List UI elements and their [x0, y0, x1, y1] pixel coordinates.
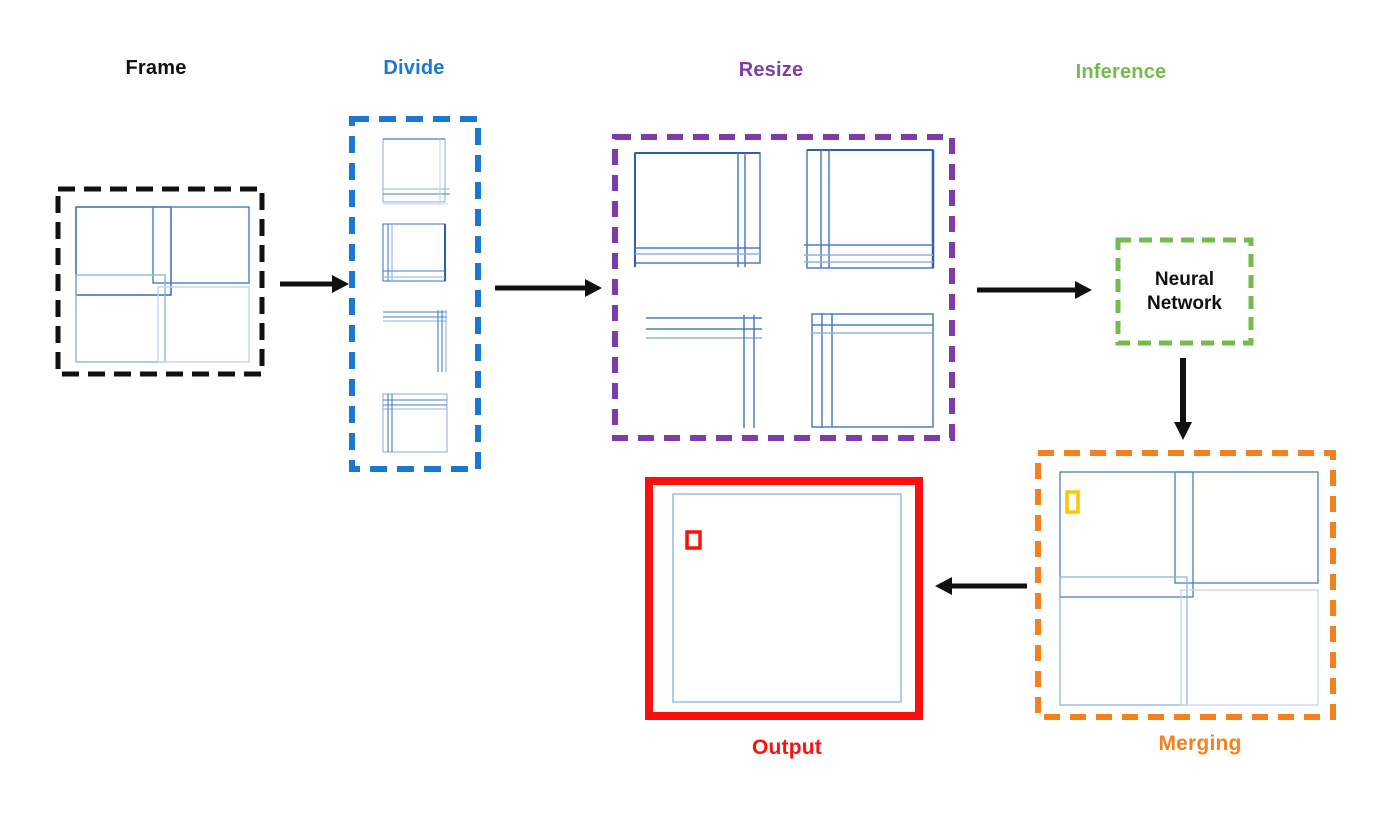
frame-tile-outline: [152, 206, 250, 284]
merged-image: [1059, 471, 1319, 706]
arrow-head: [1174, 422, 1192, 440]
divide-tile-4: [382, 393, 448, 453]
tile-outline: [806, 149, 934, 269]
frame-dashed-box: [55, 186, 265, 377]
frame-tile-outline: [75, 274, 166, 363]
arrow-head: [332, 275, 349, 293]
resize-tile-top-right: [804, 149, 935, 269]
divide-tile-3: [383, 310, 447, 372]
inference-dashed-box: [1115, 237, 1254, 346]
arrow-frame-to-divide: [280, 275, 349, 293]
detection-box-red: [685, 530, 702, 550]
tile-outline: [382, 138, 446, 203]
neural-network-node: Neural Network: [1118, 240, 1251, 343]
frame-tile-outline: [157, 286, 250, 363]
neural-network-label-line1: Neural: [1154, 268, 1215, 290]
arrow-resize-to-inference: [977, 281, 1092, 299]
resize-stage: [612, 134, 955, 441]
divide-stage-label: Divide: [383, 57, 445, 79]
arrow-merging-to-output: [935, 577, 1027, 595]
output-solid-box: [645, 477, 923, 720]
resize-tile-top-left: [634, 152, 761, 267]
tile-outline: [811, 313, 934, 428]
divide-tile-2: [382, 223, 446, 282]
merging-stage-label: Merging: [1158, 732, 1242, 755]
resize-dashed-box: [612, 134, 955, 441]
output-stage: [645, 477, 923, 720]
tile-outline: [634, 152, 761, 264]
frame-stage-label: Frame: [125, 57, 187, 79]
arrow-inference-to-merging: [1174, 358, 1192, 440]
resize-tile-bottom-right: [811, 313, 934, 428]
inference-stage-label: Inference: [1075, 61, 1167, 83]
frame-tile-outline: [75, 206, 172, 296]
merged-tile-outline: [1180, 589, 1319, 706]
merged-tile-outline: [1174, 471, 1319, 584]
inference-stage: [1115, 237, 1254, 346]
frame-stage: [55, 186, 265, 377]
arrow-head: [585, 279, 602, 297]
arrow-head: [1075, 281, 1092, 299]
output-stage-label: Output: [751, 736, 823, 759]
resize-tile-bottom-left: [646, 315, 762, 428]
arrow-head: [935, 577, 952, 595]
divide-stage: [349, 116, 481, 472]
merging-stage: [1035, 450, 1336, 720]
output-image-outline: [672, 493, 902, 703]
divide-dashed-box: [349, 116, 481, 472]
merged-tile-outline: [1059, 576, 1188, 706]
tile-outline: [382, 393, 448, 453]
arrow-divide-to-resize: [495, 279, 602, 297]
divide-tile-1: [382, 138, 450, 205]
detection-box-yellow: [1065, 490, 1080, 514]
merging-dashed-box: [1035, 450, 1336, 720]
resize-stage-label: Resize: [738, 59, 804, 81]
frame-image: [75, 206, 250, 363]
merged-tile-outline: [1059, 471, 1194, 598]
neural-network-label-line2: Network: [1147, 292, 1222, 314]
